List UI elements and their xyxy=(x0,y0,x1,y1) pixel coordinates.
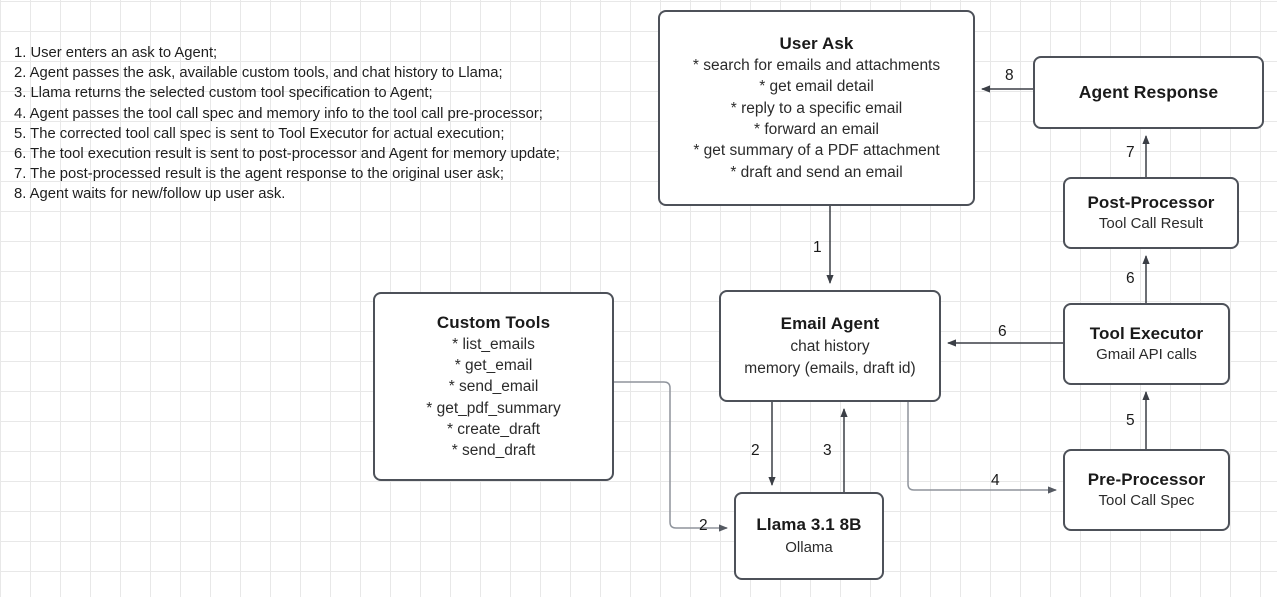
node-post-processor-title: Post-Processor xyxy=(1087,193,1215,212)
node-user-ask[interactable]: User Ask * search for emails and attachm… xyxy=(658,10,975,206)
edge-label-6: 6 xyxy=(1126,270,1135,287)
node-email-agent-item: chat history xyxy=(790,338,870,356)
node-tool-executor-subtitle: Gmail API calls xyxy=(1096,346,1197,363)
node-custom-tools-item: * send_email xyxy=(448,378,539,396)
node-agent-response-title: Agent Response xyxy=(1078,82,1219,102)
legend-step: 8. Agent waits for new/follow up user as… xyxy=(14,186,286,203)
node-tool-executor-title: Tool Executor xyxy=(1089,324,1204,343)
edge-label-4: 4 xyxy=(991,472,1000,489)
node-pre-processor-subtitle: Tool Call Spec xyxy=(1098,492,1195,509)
node-agent-response[interactable]: Agent Response xyxy=(1033,56,1264,129)
node-custom-tools-title: Custom Tools xyxy=(436,312,551,332)
legend-step: 6. The tool execution result is sent to … xyxy=(14,146,560,163)
node-tool-executor[interactable]: Tool Executor Gmail API calls xyxy=(1063,303,1230,385)
edge-label-2: 2 xyxy=(699,517,708,534)
node-user-ask-item: * forward an email xyxy=(754,121,879,138)
node-pre-processor[interactable]: Pre-Processor Tool Call Spec xyxy=(1063,449,1230,531)
node-user-ask-item: * reply to a specific email xyxy=(730,99,903,117)
node-custom-tools-item: * send_draft xyxy=(451,442,536,460)
legend-step: 5. The corrected tool call spec is sent … xyxy=(14,125,505,142)
edge-label-7: 7 xyxy=(1126,144,1135,161)
node-llama-subtitle: Ollama xyxy=(785,539,833,556)
edge-label-1: 1 xyxy=(813,239,822,256)
legend-step: 4. Agent passes the tool call spec and m… xyxy=(14,105,543,122)
legend-step: 2. Agent passes the ask, available custo… xyxy=(14,65,503,82)
node-user-ask-item: * search for emails and attachments xyxy=(692,57,941,75)
edge-label-5: 5 xyxy=(1126,412,1135,429)
node-email-agent-item: memory (emails, draft id) xyxy=(744,359,916,377)
node-custom-tools-item: * list_emails xyxy=(452,335,535,353)
edge-label-2: 2 xyxy=(751,442,760,459)
node-custom-tools-item: * get_email xyxy=(454,356,533,374)
node-custom-tools-item: * create_draft xyxy=(446,420,541,438)
node-post-processor-subtitle: Tool Call Result xyxy=(1098,215,1204,232)
node-pre-processor-title: Pre-Processor xyxy=(1087,470,1206,489)
edge-label-3: 3 xyxy=(823,442,832,459)
node-user-ask-item: * get summary of a PDF attachment xyxy=(693,142,940,160)
node-custom-tools[interactable]: Custom Tools * list_emails * get_email *… xyxy=(373,292,614,481)
edge-2-custom-tools-to-llama xyxy=(614,381,728,532)
node-custom-tools-item: * get_pdf_summary xyxy=(426,399,561,417)
node-email-agent[interactable]: Email Agent chat history memory (emails,… xyxy=(719,290,941,402)
edge-4-email-agent-to-pre-processor xyxy=(907,402,1057,494)
node-post-processor[interactable]: Post-Processor Tool Call Result xyxy=(1063,177,1239,249)
legend-step: 3. Llama returns the selected custom too… xyxy=(14,85,433,102)
legend-steps: 1. User enters an ask to Agent; 2. Agent… xyxy=(14,43,560,205)
node-llama-title: Llama 3.1 8B xyxy=(756,515,862,534)
edge-label-8: 8 xyxy=(1005,67,1014,84)
node-email-agent-title: Email Agent xyxy=(780,314,880,334)
legend-step: 7. The post-processed result is the agen… xyxy=(14,166,504,183)
node-user-ask-title: User Ask xyxy=(779,34,854,54)
legend-step: 1. User enters an ask to Agent; xyxy=(14,45,218,61)
node-user-ask-item: * get email detail xyxy=(759,78,874,96)
node-user-ask-item: * draft and send an email xyxy=(730,163,903,181)
edge-label-6: 6 xyxy=(998,323,1007,340)
node-llama[interactable]: Llama 3.1 8B Ollama xyxy=(734,492,884,580)
